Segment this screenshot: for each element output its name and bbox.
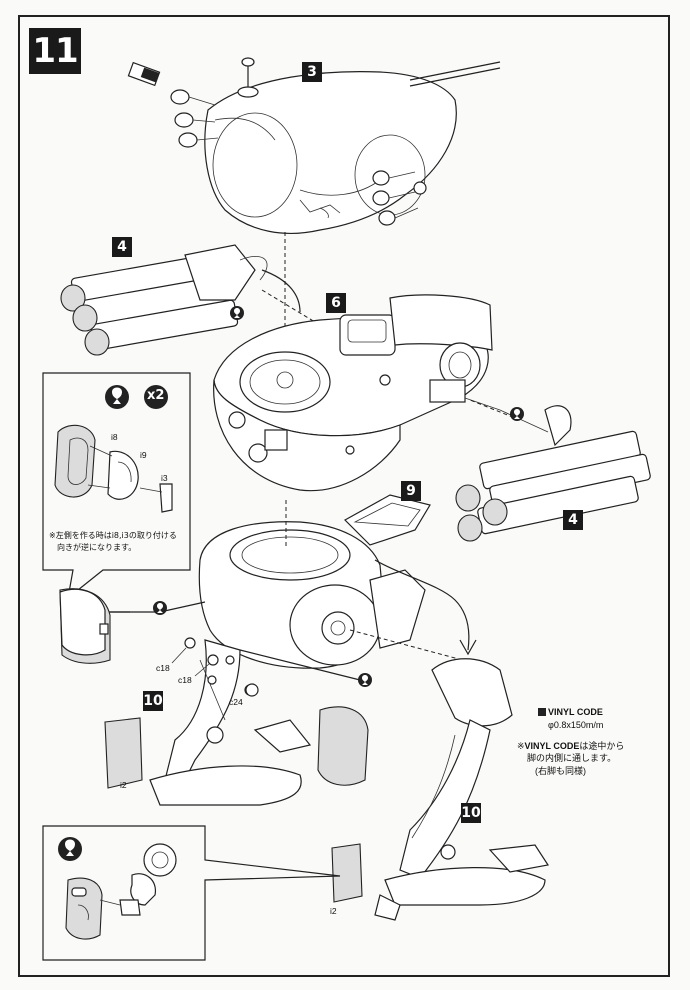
part-ref-9: 9 xyxy=(401,481,421,501)
part-label-c24: c24 xyxy=(229,697,243,707)
glue-markers xyxy=(153,306,524,687)
part-c18-b-drawing xyxy=(207,654,219,666)
part-ref-10-left: 10 xyxy=(143,691,163,711)
inset-note-line1: ※左側を作る時はi8,i3の取り付ける xyxy=(49,531,177,540)
left-gun-pod-drawing xyxy=(60,244,316,356)
part-label-i3: i3 xyxy=(161,473,168,483)
torso-part-drawing xyxy=(213,294,493,492)
right-leg-drawing xyxy=(331,658,549,921)
vinyl-code-spec: φ0.8x150m/m xyxy=(548,720,604,730)
part-c18-a-drawing xyxy=(184,637,196,649)
part-ref-4-left: 4 xyxy=(112,237,132,257)
inset-bottom-box xyxy=(42,825,341,961)
part-label-i9: i9 xyxy=(140,450,147,460)
step-number: 11 xyxy=(29,28,81,74)
vinyl-legend-square xyxy=(538,708,546,716)
hip-part-drawing xyxy=(198,494,477,669)
part-ref-4-right: 4 xyxy=(563,510,583,530)
part-ref-3: 3 xyxy=(302,62,322,82)
part-ref-10-right: 10 xyxy=(461,803,481,823)
part-ref-6: 6 xyxy=(326,293,346,313)
part-label-c18-a: c18 xyxy=(156,663,170,673)
vinyl-note-line1: ※VINYL CODEは途中から xyxy=(517,741,625,751)
part-label-i8: i8 xyxy=(111,432,118,442)
part-label-c18-b: c18 xyxy=(178,675,192,685)
quantity-label: x2 xyxy=(147,388,165,403)
part-label-i2-left: i2 xyxy=(120,780,127,790)
vinyl-note-line3: (右脚も同様) xyxy=(535,766,586,776)
head-part-drawing xyxy=(127,57,501,234)
part-label-i2-right: i2 xyxy=(330,906,337,916)
inset-top-box xyxy=(42,372,191,656)
vinyl-note-line2: 脚の内側に通します。 xyxy=(527,753,617,763)
inset-note-line2: 向きが逆になります。 xyxy=(57,543,137,552)
page-frame xyxy=(18,15,670,977)
right-gun-pod-drawing xyxy=(455,397,651,542)
vinyl-code-title: VINYL CODE xyxy=(548,707,603,717)
part-c24-drawing xyxy=(245,683,259,697)
